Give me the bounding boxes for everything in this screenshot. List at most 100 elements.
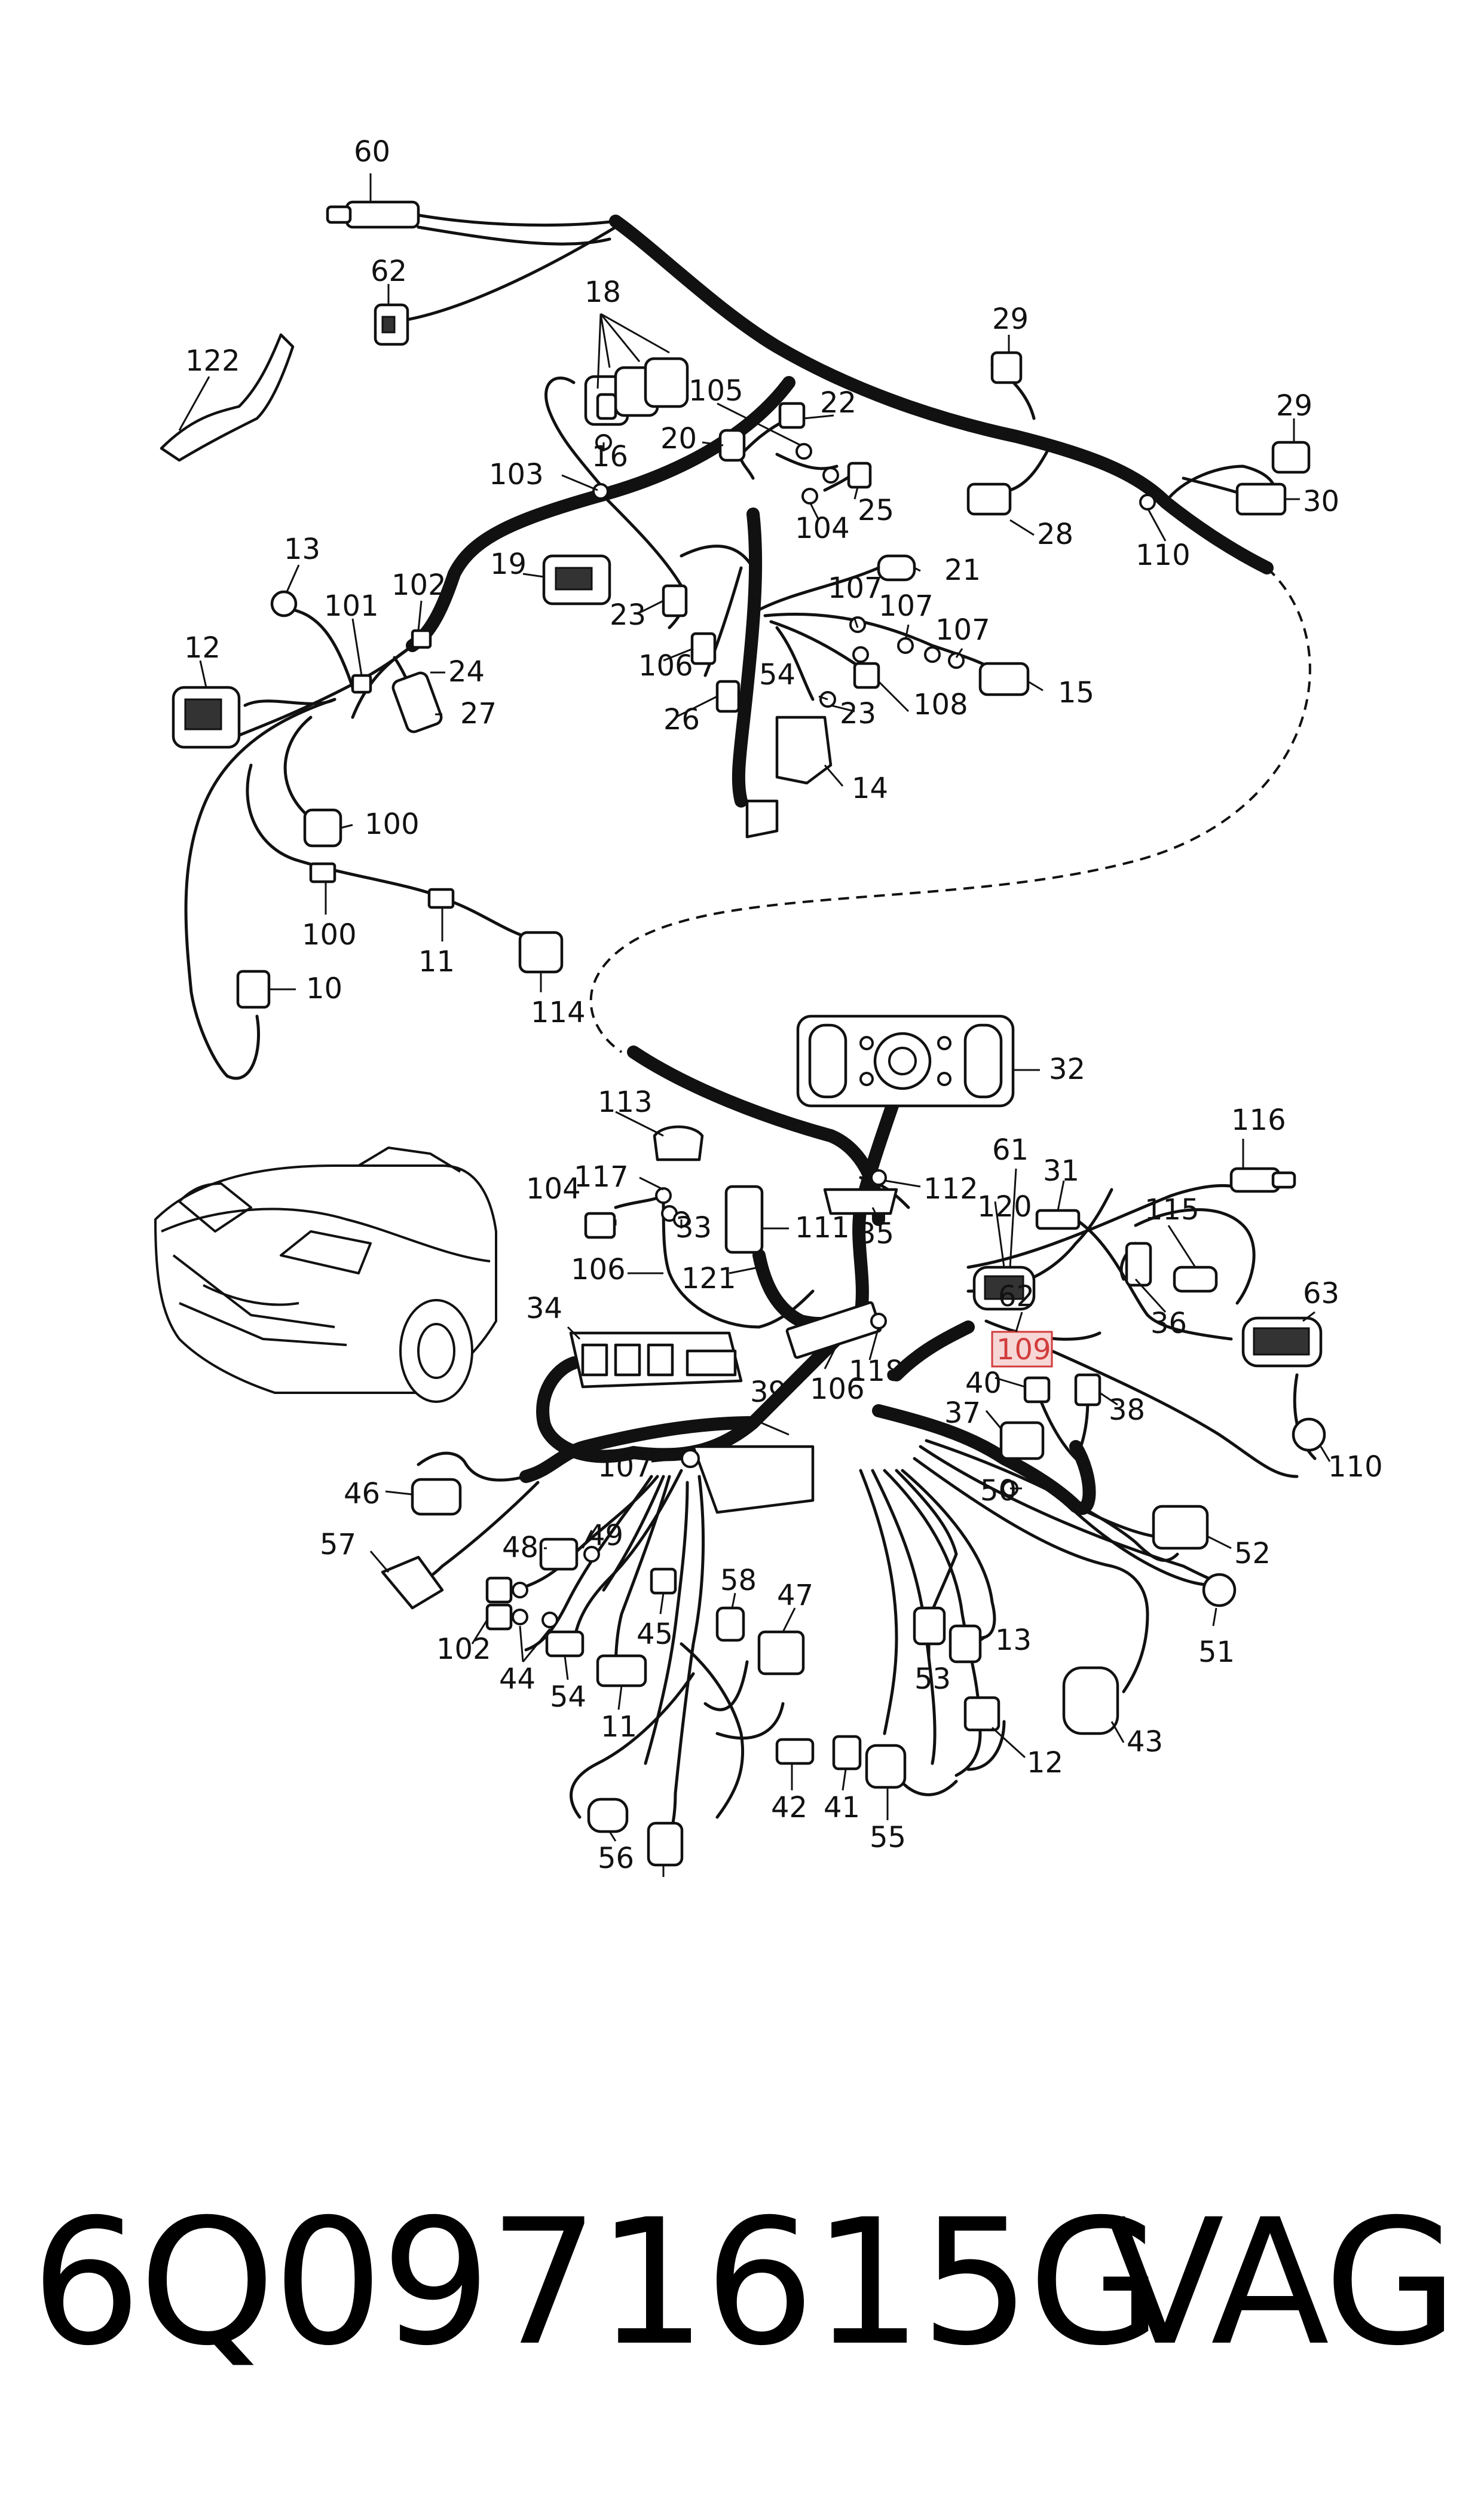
callout-23-upper: 23 (610, 598, 646, 632)
callout-61: 116 (1231, 1103, 1286, 1137)
connector-25-icon (847, 461, 872, 489)
callout-45: 13 (995, 1624, 1032, 1657)
connector-24-icon (690, 632, 717, 665)
callout-107-left: 107 (828, 571, 883, 605)
callout-110-upper: 110 (1136, 539, 1191, 572)
callout-32: 113 (598, 1086, 653, 1119)
relay-block-18-icon (584, 357, 689, 426)
connector-39-icon (1023, 1376, 1051, 1404)
callout-104: 104 (795, 512, 850, 545)
connector-11-lower-icon (963, 1696, 1000, 1732)
callout-57: 58 (720, 1564, 757, 1597)
connector-11-upper-icon (236, 970, 271, 1009)
callout-106-mid: 121 (681, 1262, 736, 1295)
brand-label: VAG (1106, 2182, 1458, 2384)
connector-51-lower-icon (485, 1603, 513, 1631)
callout-28: 28 (1037, 518, 1073, 551)
callout-63: 34 (526, 1292, 562, 1325)
callout-39: 40 (965, 1366, 1002, 1400)
callout-102-lower: 44 (499, 1662, 536, 1696)
clip-101-left-icon (351, 674, 372, 694)
connector-54-lower-icon (596, 1654, 647, 1687)
callout-122: 122 (185, 344, 240, 378)
callout-31: 104 (526, 1172, 581, 1206)
connector-120-icon (1173, 1265, 1218, 1293)
grommet-32-icon (653, 1125, 704, 1161)
lower-parts (381, 1014, 1326, 1867)
callout-11-lower: 12 (1027, 1746, 1063, 1780)
connector-29-right-icon (1271, 441, 1311, 474)
callout-107-lower: 50 (980, 1474, 1017, 1508)
connector-44-icon (913, 1606, 946, 1646)
sensor-15-icon (391, 671, 443, 733)
callout-25: 25 (858, 494, 894, 527)
callout-62: 62 (371, 255, 407, 288)
clip-101-right-icon (411, 629, 432, 649)
box-109-icon (691, 1445, 815, 1514)
callout-37: 110 (1328, 1450, 1383, 1484)
leader-lines (178, 173, 1331, 1877)
callout-40: 38 (1109, 1393, 1145, 1427)
connector-30-icon (1235, 482, 1287, 516)
clip-100-left-icon (309, 862, 336, 883)
callout-107-right: 107 (935, 613, 990, 647)
callout-20: 20 (660, 422, 697, 455)
callout-44: 53 (914, 1662, 951, 1696)
connector-28-icon (966, 482, 1012, 516)
connector-21-icon (877, 554, 916, 582)
callout-58: 47 (777, 1579, 813, 1612)
callout-109: 39 (750, 1375, 787, 1409)
callout-115: 106 (571, 1253, 626, 1286)
callout-30: 30 (1303, 485, 1339, 518)
connector-10-icon (518, 931, 564, 974)
bracket-26-icon (775, 716, 833, 785)
callout-54-lower: 11 (601, 1710, 637, 1744)
callout-117: 112 (923, 1172, 978, 1206)
connector-56-icon (647, 1821, 684, 1867)
car-sketch-illustration (154, 1147, 497, 1403)
callout-34: 106 (810, 1372, 865, 1406)
callout-100-right: 11 (418, 945, 455, 979)
callout-11-upper: 10 (306, 972, 342, 1005)
connector-38-icon (999, 1421, 1045, 1460)
grommet-plate-114-icon (796, 1014, 1015, 1108)
connector-55-icon (587, 1797, 629, 1833)
connector-12-lower-icon (1062, 1666, 1119, 1735)
callout-35: 120 (977, 1190, 1032, 1224)
connector-62-lower-icon (1125, 1242, 1152, 1287)
callout-48: 49 (587, 1519, 623, 1552)
callout-36: 63 (1303, 1277, 1339, 1310)
connector-50-icon (411, 1478, 462, 1516)
callout-19: 19 (490, 548, 527, 581)
callout-104-lower: 33 (675, 1211, 712, 1245)
connector-29-left-icon (990, 351, 1023, 384)
clip-112-icon (1035, 1209, 1081, 1230)
callout-46: 52 (1234, 1537, 1271, 1570)
callout-114: 32 (1049, 1053, 1085, 1086)
callout-22: 22 (820, 386, 856, 420)
callout-29-right: 29 (1276, 389, 1312, 423)
callout-102-upper: 24 (448, 655, 485, 689)
connector-42-icon (832, 1735, 862, 1771)
clip-100-right-icon (427, 888, 455, 909)
sensor-37-icon (1292, 1417, 1326, 1452)
connector-47-icon (650, 1567, 677, 1595)
callout-numbers: 60 62 18 122 105 22 29 20 103 16 25 104 … (184, 135, 1383, 1875)
upper-parts (160, 200, 1311, 1009)
callout-24: 106 (638, 649, 693, 683)
sensor-13-lower-icon (1202, 1573, 1237, 1607)
callout-108: 23 (840, 697, 876, 730)
callout-103: 103 (489, 458, 544, 491)
connector-51-upper-icon (485, 1576, 513, 1604)
connector-53-icon (545, 1630, 585, 1658)
connector-41-icon (865, 1744, 907, 1789)
connector-46-icon (1152, 1505, 1209, 1550)
connector-22-icon (778, 402, 806, 429)
connector-40-icon (1074, 1373, 1101, 1407)
connector-43-icon (775, 1738, 815, 1765)
callout-121: 62 (998, 1280, 1035, 1313)
callout-116: 117 (574, 1160, 629, 1194)
callout-51: 102 (436, 1633, 491, 1666)
callout-12-upper: 12 (184, 631, 221, 665)
